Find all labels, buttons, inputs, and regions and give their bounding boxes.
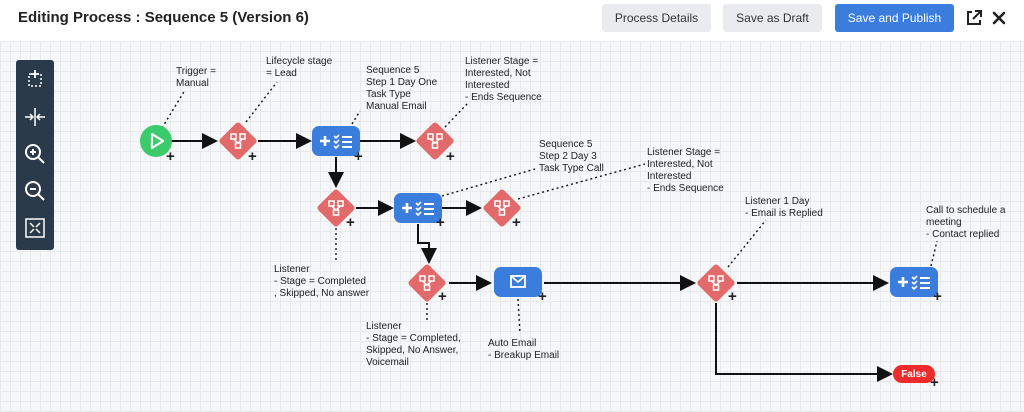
add-node-handle[interactable]: + [248, 148, 257, 165]
branch-icon [494, 200, 510, 216]
listener-mid-label: Listener Stage = Interested, Not Interes… [647, 147, 724, 194]
listener-1day-condition-node[interactable] [696, 263, 736, 303]
add-node-handle[interactable]: + [728, 288, 737, 305]
auto-email-node[interactable] [494, 267, 542, 297]
false-node[interactable]: False [893, 365, 935, 383]
add-node-handle[interactable]: + [512, 214, 521, 231]
lifecycle-label: Lifecycle stage = Lead [266, 56, 333, 79]
listener-left-label: Listener - Stage = Completed , Skipped, … [274, 264, 370, 299]
spread-horizontal-icon[interactable] [23, 105, 47, 129]
listener-1day-label: Listener 1 Day - Email is Replied [745, 196, 823, 219]
listener-bottom-label: Listener - Stage = Completed, Skipped, N… [366, 321, 461, 368]
call-task-node[interactable] [890, 267, 938, 297]
add-task-icon [320, 134, 352, 150]
canvas-toolbar [16, 60, 54, 250]
trigger-node[interactable] [140, 125, 172, 157]
add-task-icon [402, 201, 434, 217]
add-task-icon [898, 275, 930, 291]
add-node-handle[interactable]: + [446, 148, 455, 165]
sequence-step1-label: Sequence 5 Step 1 Day One Task Type Manu… [366, 65, 438, 112]
header-bar: Editing Process : Sequence 5 (Version 6)… [0, 0, 1024, 40]
listener-top-label: Listener Stage = Interested, Not Interes… [465, 56, 542, 103]
add-node-handle[interactable]: + [436, 214, 445, 231]
zoom-out-icon[interactable] [23, 179, 47, 203]
add-node-handle[interactable]: + [166, 148, 175, 165]
listener-left-condition-node[interactable] [316, 188, 356, 228]
branch-icon [328, 200, 344, 216]
sequence-step2-label: Sequence 5 Step 2 Day 3 Task Type Call [539, 139, 604, 174]
add-node-handle[interactable]: + [438, 288, 447, 305]
auto-email-label: Auto Email - Breakup Email [488, 338, 560, 361]
branch-icon [230, 133, 246, 149]
sequence-step1-node[interactable] [312, 126, 360, 156]
sequence-step2-node[interactable] [394, 193, 442, 223]
listener-bottom-condition-node[interactable] [407, 263, 447, 303]
save-as-draft-button[interactable]: Save as Draft [723, 4, 822, 32]
play-icon [150, 132, 165, 150]
close-icon[interactable] [989, 8, 1009, 28]
add-node-handle[interactable]: + [346, 214, 355, 231]
listener-mid-condition-node[interactable] [482, 188, 522, 228]
branch-icon [708, 275, 724, 291]
save-and-publish-button[interactable]: Save and Publish [835, 4, 954, 32]
add-node-handle[interactable]: + [354, 148, 363, 165]
fit-selection-icon[interactable] [23, 68, 47, 92]
open-external-icon[interactable] [964, 8, 984, 28]
branch-icon [419, 275, 435, 291]
email-icon [510, 275, 526, 288]
zoom-in-icon[interactable] [23, 142, 47, 166]
add-node-handle[interactable]: + [538, 288, 547, 305]
fit-screen-icon[interactable] [23, 216, 47, 240]
flow-canvas[interactable] [0, 41, 1024, 412]
listener-top-condition-node[interactable] [415, 121, 455, 161]
add-node-handle[interactable]: + [933, 288, 942, 305]
page-title: Editing Process : Sequence 5 (Version 6) [18, 9, 309, 26]
process-details-button[interactable]: Process Details [602, 4, 711, 32]
call-schedule-label: Call to schedule a meeting - Contact rep… [926, 205, 1006, 240]
branch-icon [427, 133, 443, 149]
lifecycle-condition-node[interactable] [218, 121, 258, 161]
trigger-label: Trigger = Manual [176, 66, 216, 89]
add-node-handle[interactable]: + [930, 374, 939, 391]
